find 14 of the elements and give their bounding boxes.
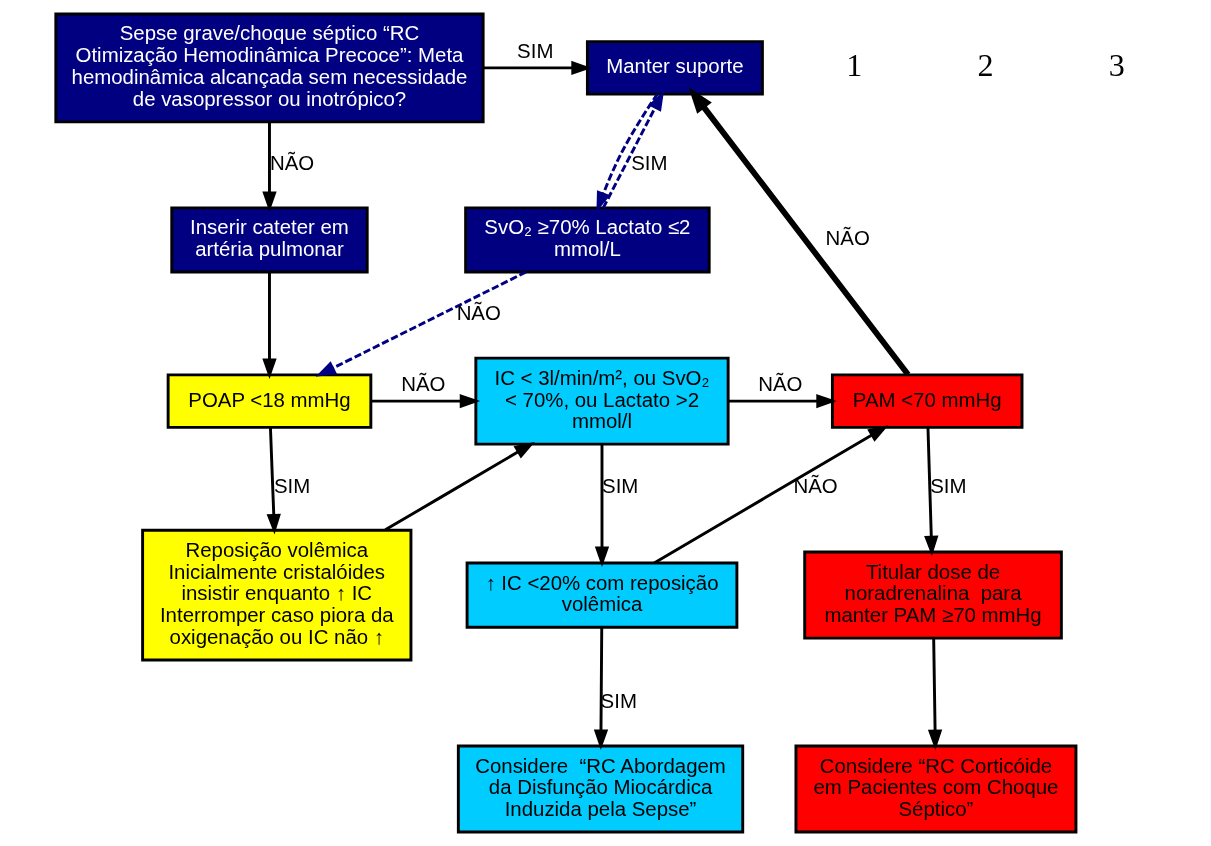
edge-label: SIM [601, 474, 638, 497]
edge-label: SIM [929, 474, 966, 497]
label: 3 [1108, 47, 1125, 84]
edge-label: NÃO [400, 373, 445, 396]
label: 1 [845, 47, 862, 84]
edge-label: SIM [516, 39, 553, 62]
edge-label: NÃO [825, 227, 870, 250]
edge-label: NÃO [757, 373, 802, 396]
edge-label: SIM [630, 152, 668, 175]
edge-label: NÃO [269, 152, 314, 175]
edge-label: SIM [273, 474, 310, 497]
edge-label: NÃO [456, 302, 501, 325]
label: 2 [977, 47, 994, 84]
edge-label: NÃO [793, 474, 838, 497]
